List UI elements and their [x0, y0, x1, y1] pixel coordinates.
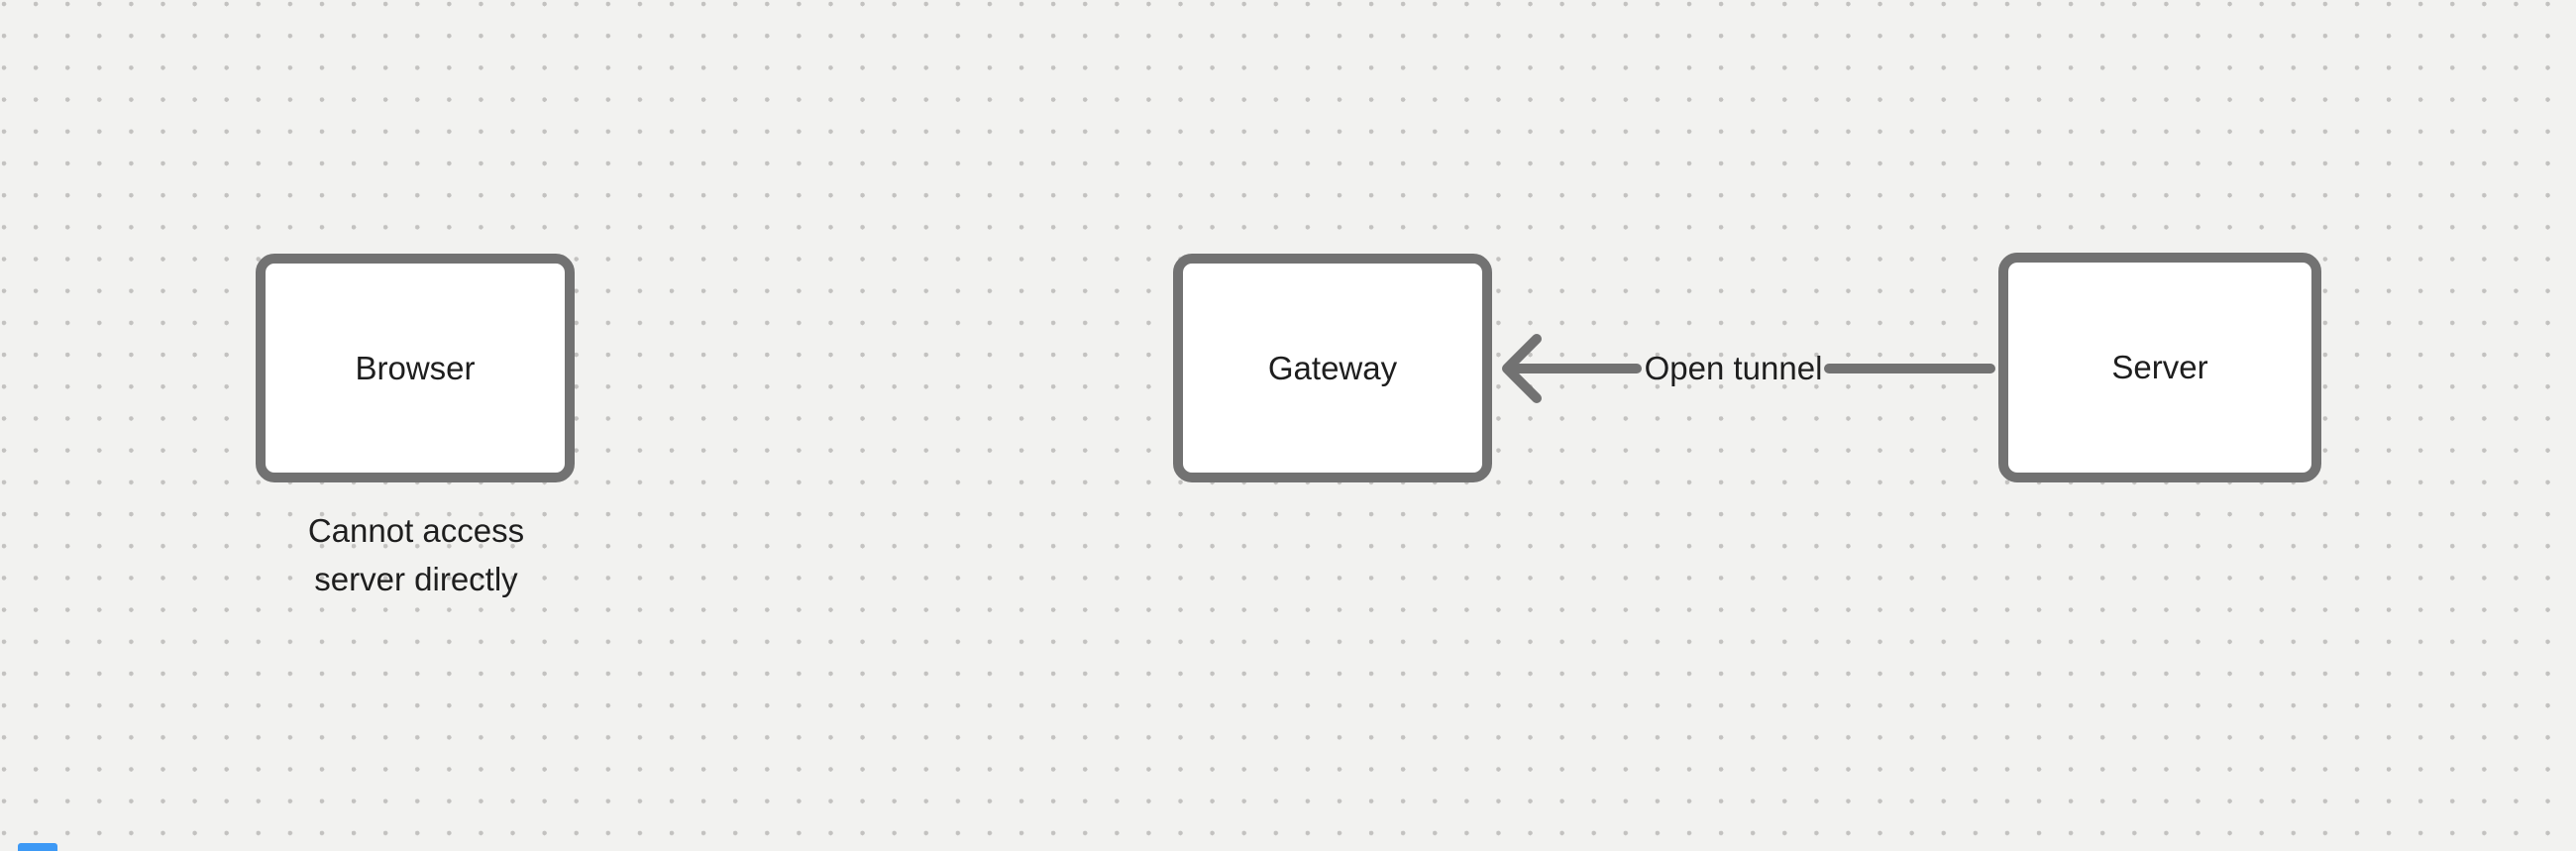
- node-browser-label: Browser: [355, 349, 476, 386]
- node-gateway-label: Gateway: [1267, 349, 1398, 386]
- caption-browser-note[interactable]: Cannot access server directly: [217, 506, 615, 603]
- node-server-label: Server: [2111, 349, 2208, 385]
- caption-line-2: server directly: [314, 561, 518, 597]
- node-browser[interactable]: Browser: [256, 254, 575, 482]
- edge-label-open-tunnel[interactable]: Open tunnel: [1644, 350, 1823, 386]
- bottom-left-blue-element[interactable]: [18, 843, 57, 851]
- caption-line-1: Cannot access: [307, 512, 525, 549]
- node-gateway[interactable]: Gateway: [1173, 254, 1492, 482]
- tunnel-arrow[interactable]: [1486, 317, 2011, 420]
- node-server[interactable]: Server: [1998, 253, 2321, 482]
